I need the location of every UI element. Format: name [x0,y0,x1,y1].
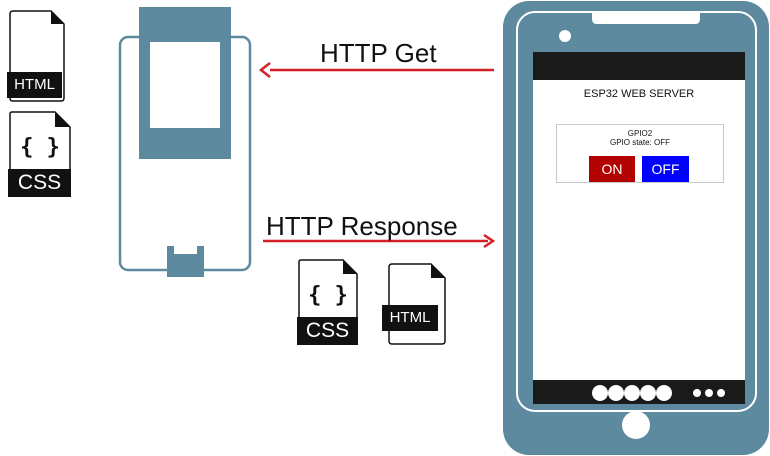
html-file-label: HTML [382,305,438,331]
home-button [622,411,650,439]
http-get-arrow [258,62,494,78]
html-file-icon: HTML [7,10,65,102]
page-title: ESP32 WEB SERVER [583,88,695,100]
esp32-board [118,7,252,277]
http-response-label: HTTP Response [266,211,458,241]
on-button[interactable]: ON [589,156,635,182]
off-button[interactable]: OFF [642,156,689,182]
css-braces-glyph: { } [308,283,348,308]
nav-dots [592,385,725,401]
gpio-state: GPIO state: OFF [609,138,670,147]
smartphone [503,1,769,455]
css-file-icon: { } CSS [8,111,72,197]
http-get-label: HTTP Get [320,38,437,68]
html-file-icon: HTML [382,263,446,345]
css-braces-glyph: { } [20,135,60,160]
gpio-name: GPIO2 [627,129,653,138]
html-file-label: HTML [7,72,62,98]
gpio-card: GPIO2 GPIO state: OFF ON OFF [556,124,724,183]
css-file-icon: { } CSS [297,259,359,345]
css-file-label: CSS [297,317,358,345]
css-file-label: CSS [8,169,71,197]
http-response-arrow [263,233,496,249]
